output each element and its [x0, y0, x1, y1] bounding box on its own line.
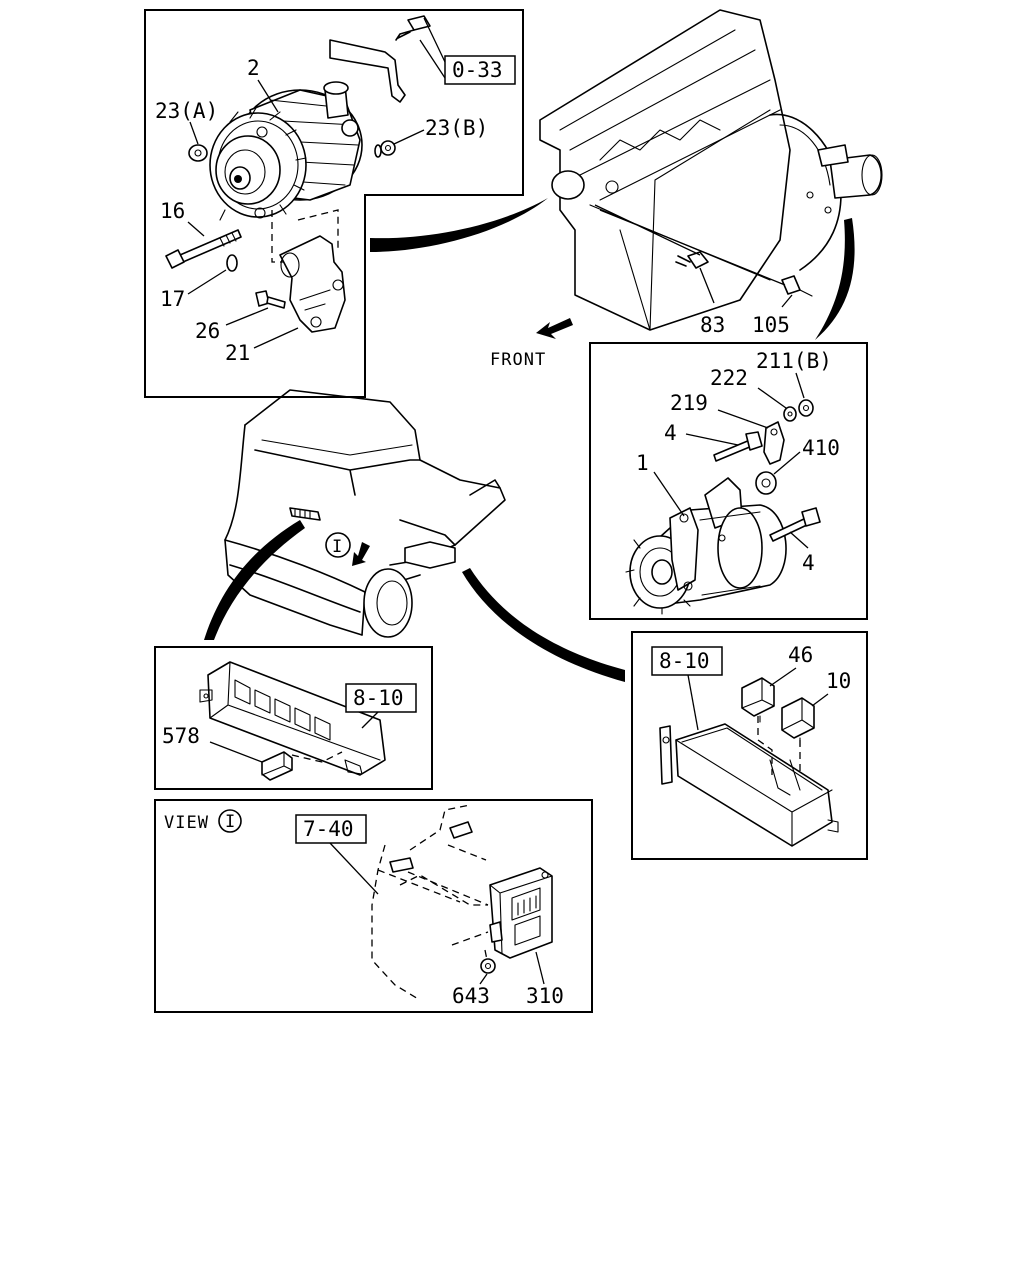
stud-upper-icon — [449, 821, 473, 839]
label-4-bottom: 4 — [802, 551, 815, 575]
bolt-4-bottom-icon — [769, 507, 821, 542]
view-marker-circle — [325, 532, 351, 558]
label-410: 410 — [802, 436, 840, 460]
nut-410-icon — [755, 471, 777, 495]
truck-fuse-box — [404, 541, 456, 569]
alternator-icon — [209, 81, 363, 221]
truck-cab-drawing: I — [224, 389, 506, 638]
ref-box-8-10-left[interactable] — [345, 683, 417, 713]
front-label: FRONT — [490, 350, 546, 370]
washer-222-icon — [783, 406, 797, 422]
ref-box-0-33[interactable] — [444, 55, 516, 85]
nut-643-icon — [480, 958, 496, 974]
label-643: 643 — [452, 984, 490, 1008]
label-26: 26 — [195, 319, 220, 343]
connector-starter — [815, 218, 855, 340]
alternator-panel: 0-33 2 23(A) — [144, 9, 524, 398]
label-83: 83 — [700, 313, 725, 337]
label-23b: 23(B) — [425, 116, 488, 140]
label-21: 21 — [225, 341, 250, 365]
relay-46-icon — [741, 677, 775, 723]
washer-17-icon — [226, 254, 238, 272]
stud-lower-icon — [389, 857, 414, 873]
label-105: 105 — [752, 313, 790, 337]
bolt-83-icon — [675, 251, 709, 269]
engine-block-drawing: 83 105 FRONT — [490, 9, 883, 370]
label-17: 17 — [160, 287, 185, 311]
sensor-105-icon — [781, 275, 813, 297]
view-panel-marker: I — [225, 812, 236, 832]
starter-motor-icon — [625, 477, 787, 615]
relay-578-icon — [261, 751, 293, 781]
ref-8-10-left[interactable]: 8-10 — [353, 686, 404, 710]
label-578: 578 — [162, 724, 200, 748]
label-16: 16 — [160, 199, 185, 223]
view-panel: VIEW I 7-40 643 310 — [154, 799, 593, 1013]
ref-8-10-right[interactable]: 8-10 — [659, 649, 710, 673]
ref-box-7-40[interactable] — [295, 814, 367, 844]
truck-view-marker: I — [332, 537, 342, 557]
relay-box-panel: 8-10 46 10 — [631, 631, 868, 860]
connector-relay-left — [204, 520, 305, 640]
label-2: 2 — [247, 56, 260, 80]
connector-relay-right — [462, 568, 625, 682]
relay-block-panel: 8-10 578 — [154, 646, 433, 790]
relay-block-icon — [199, 661, 386, 776]
label-4-top: 4 — [664, 421, 677, 445]
label-46: 46 — [788, 643, 813, 667]
nut-23a-icon — [188, 144, 208, 162]
label-23a: 23(A) — [155, 99, 218, 123]
label-10: 10 — [826, 669, 851, 693]
bolt-4-top-icon — [713, 431, 763, 462]
label-222: 222 — [710, 366, 748, 390]
view-arrow-icon — [352, 542, 370, 566]
view-panel-marker-circle — [218, 809, 242, 833]
label-211b: 211(B) — [756, 349, 832, 373]
bolt-26-icon — [255, 290, 286, 309]
terminal-219-icon — [763, 421, 785, 465]
relay-tray-icon — [659, 723, 839, 847]
ref-box-8-10-right[interactable] — [651, 646, 723, 676]
nut-211b-icon — [798, 399, 814, 417]
connector-alternator — [370, 198, 548, 252]
label-219: 219 — [670, 391, 708, 415]
ref-0-33[interactable]: 0-33 — [452, 58, 503, 82]
control-unit-310-icon — [489, 867, 553, 959]
starter-panel: 211(B) 222 219 4 410 1 4 — [589, 342, 868, 620]
bracket-21-icon — [279, 235, 346, 333]
label-1: 1 — [636, 451, 649, 475]
view-label: VIEW — [164, 813, 209, 833]
nut-23b-icon — [374, 140, 396, 158]
bolt-16-icon — [165, 229, 242, 269]
relay-10-icon — [781, 697, 815, 747]
ref-7-40[interactable]: 7-40 — [303, 817, 354, 841]
front-arrow-icon — [536, 318, 573, 339]
label-310: 310 — [526, 984, 564, 1008]
